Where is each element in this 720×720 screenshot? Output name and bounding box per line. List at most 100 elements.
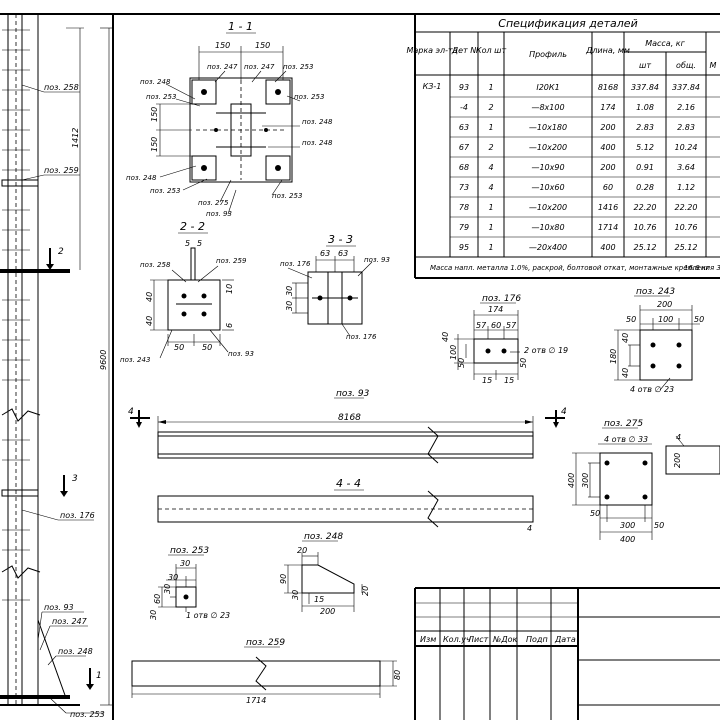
column-cut-1: 1 — [96, 671, 102, 681]
beam-elevation — [130, 410, 565, 464]
spec-cell-profile: —10х60 — [531, 183, 564, 192]
spec-cell-profile: —10х180 — [529, 123, 567, 132]
spec-col-mass: Масса, кг — [645, 39, 685, 48]
spec-cell-total: 10.76 — [675, 223, 698, 232]
spec-cell-unit: 5.12 — [636, 143, 654, 152]
p259-length: 1714 — [246, 696, 266, 705]
spec-cell-qty: 4 — [488, 183, 493, 192]
spec-cell-det: 95 — [459, 243, 469, 252]
spec-cell-total: 3.64 — [677, 163, 695, 172]
section-3-3-dim-63a: 63 — [320, 249, 330, 258]
section-1-1-tag-253b: поз. 253 — [283, 63, 313, 71]
p176-dim-100: 100 — [449, 345, 458, 360]
spec-cell-det: 68 — [459, 163, 469, 172]
p248-dim-15: 15 — [314, 595, 324, 604]
section-1-1-dim-v2: 150 — [150, 137, 159, 152]
section-2-2-dim-50b: 50 — [202, 343, 212, 352]
p275-side-mark: 4 — [676, 433, 681, 442]
p243-dim-40a: 40 — [621, 333, 630, 343]
spec-col-det: Дет N — [451, 46, 476, 55]
section-2-2-dim-5b: 5 — [197, 239, 202, 248]
beam-length: 8168 — [338, 413, 361, 423]
spec-col-mass-total: общ. — [676, 61, 696, 70]
spec-cell-len: 60 — [603, 183, 613, 192]
p248-title: поз. 248 — [304, 532, 343, 542]
spec-cell-qty: 1 — [488, 203, 493, 212]
column-tag-247: поз. 247 — [52, 617, 88, 626]
p275-drawing — [572, 435, 720, 540]
column-tag-93: поз. 93 — [44, 603, 74, 612]
spec-cell-profile: —10х200 — [529, 203, 567, 212]
spec-cell-det: 73 — [459, 183, 469, 192]
section-1-1-tag-253d: поз. 253 — [150, 187, 180, 195]
p275-holes: 4 отв ∅ 33 — [604, 435, 648, 444]
spec-footer-mass: 16.6 кг — [684, 264, 710, 272]
spec-cell-len: 8168 — [598, 83, 618, 92]
section-1-1-drawing — [156, 46, 301, 215]
spec-cell-det: 78 — [459, 203, 469, 212]
spec-cell-profile: —8х100 — [531, 103, 564, 112]
column-dim-segment: 1412 — [71, 128, 80, 148]
spec-cell-len: 174 — [600, 103, 615, 112]
section-1-1-dim-l: 150 — [215, 41, 230, 50]
section-1-1-tag-93: поз. 93 — [206, 210, 232, 218]
p248-dim-30: 30 — [291, 590, 300, 600]
p253-dim-30a: 30 — [180, 559, 190, 568]
beam-cut-left: 4 — [128, 407, 134, 417]
p275-dim-300h: 300 — [620, 521, 635, 530]
spec-cell-len: 400 — [600, 243, 615, 252]
p243-holes: 4 отв ∅ 23 — [630, 385, 674, 394]
spec-cell-total: 1.12 — [677, 183, 695, 192]
p243-dim-180: 180 — [609, 349, 618, 364]
p243-drawing — [614, 305, 700, 391]
spec-cell-qty: 1 — [488, 243, 493, 252]
section-3-3-tag-176b: поз. 176 — [346, 333, 377, 341]
column-tag-248: поз. 248 — [58, 647, 93, 656]
section-2-2-tag-243: поз. 243 — [120, 356, 150, 364]
spec-cell-det: 63 — [459, 123, 469, 132]
spec-cell-qty: 1 — [488, 83, 493, 92]
column-dim-total: 9600 — [99, 350, 108, 370]
spec-cell-len: 200 — [600, 163, 615, 172]
p275-dim-300v: 300 — [581, 473, 590, 488]
column-tag-176: поз. 176 — [60, 511, 95, 520]
section-2-2-dim-5a: 5 — [185, 239, 190, 248]
column-tag-259: поз. 259 — [44, 166, 79, 175]
spec-col-mark: Марка эл-та — [406, 46, 457, 55]
p243-dim-100: 100 — [658, 315, 673, 324]
section-2-2-tag-258: поз. 258 — [140, 261, 171, 269]
p253-dim-30c: 30 — [163, 584, 172, 594]
stamp-label-0: Изм — [420, 635, 436, 644]
spec-cell-total: 22.20 — [675, 203, 698, 212]
section-2-2-tag-259: поз. 259 — [216, 257, 247, 265]
spec-cell-len: 1416 — [598, 203, 618, 212]
column-cut-2: 2 — [58, 247, 64, 257]
section-1-1-dim-r: 150 — [255, 41, 270, 50]
spec-cell-qty: 1 — [488, 123, 493, 132]
spec-mark: КЗ-1 — [423, 82, 442, 91]
p253-dim-30b: 30 — [168, 573, 178, 582]
beam-plan-4-4 — [157, 490, 534, 528]
spec-cell-total: 337.84 — [672, 83, 700, 92]
p275-dim-400h: 400 — [620, 535, 635, 544]
spec-title: Спецификация деталей — [498, 17, 637, 30]
section-2-2-tag-93: поз. 93 — [228, 350, 254, 358]
section-1-1-tag-247a: поз. 247 — [207, 63, 238, 71]
spec-cell-qty: 2 — [488, 143, 493, 152]
p253-holes: 1 отв ∅ 23 — [186, 611, 230, 620]
p259-title: поз. 259 — [246, 638, 285, 648]
spec-col-mass-unit: шт — [639, 61, 651, 70]
spec-cell-total: 25.12 — [675, 243, 698, 252]
beam-side-mark: 4 — [527, 524, 532, 533]
p275-title: поз. 275 — [604, 419, 643, 429]
p259-height: 80 — [393, 670, 402, 680]
p275-dim-400v: 400 — [567, 473, 576, 488]
spec-cell-len: 200 — [600, 123, 615, 132]
section-1-1-tag-248a: поз. 248 — [140, 78, 171, 86]
spec-cell-total: 2.83 — [677, 123, 695, 132]
spec-cell-unit: 2.83 — [636, 123, 654, 132]
section-3-3-dim-30a: 30 — [285, 286, 294, 296]
section-1-1-tag-248b: поз. 248 — [302, 118, 333, 126]
